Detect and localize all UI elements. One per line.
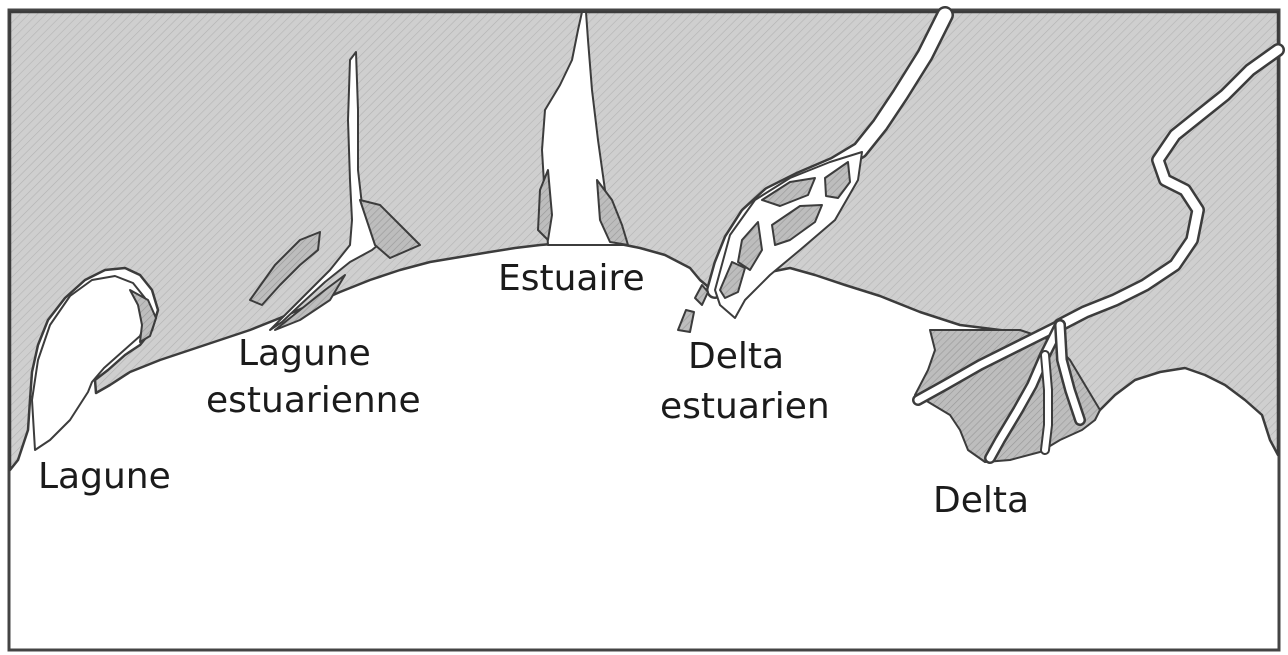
label-delta-estuarien-line2: estuarien <box>660 386 830 427</box>
label-estuaire: Estuaire <box>498 258 645 299</box>
delta-channel-4 <box>1045 355 1048 450</box>
label-delta: Delta <box>933 480 1029 521</box>
label-lagune-estuarienne-line2: estuarienne <box>206 380 421 421</box>
label-lagune: Lagune <box>38 456 171 497</box>
label-delta-estuarien-line1: Delta <box>688 336 784 377</box>
label-lagune-estuarienne-line1: Lagune <box>238 333 371 374</box>
